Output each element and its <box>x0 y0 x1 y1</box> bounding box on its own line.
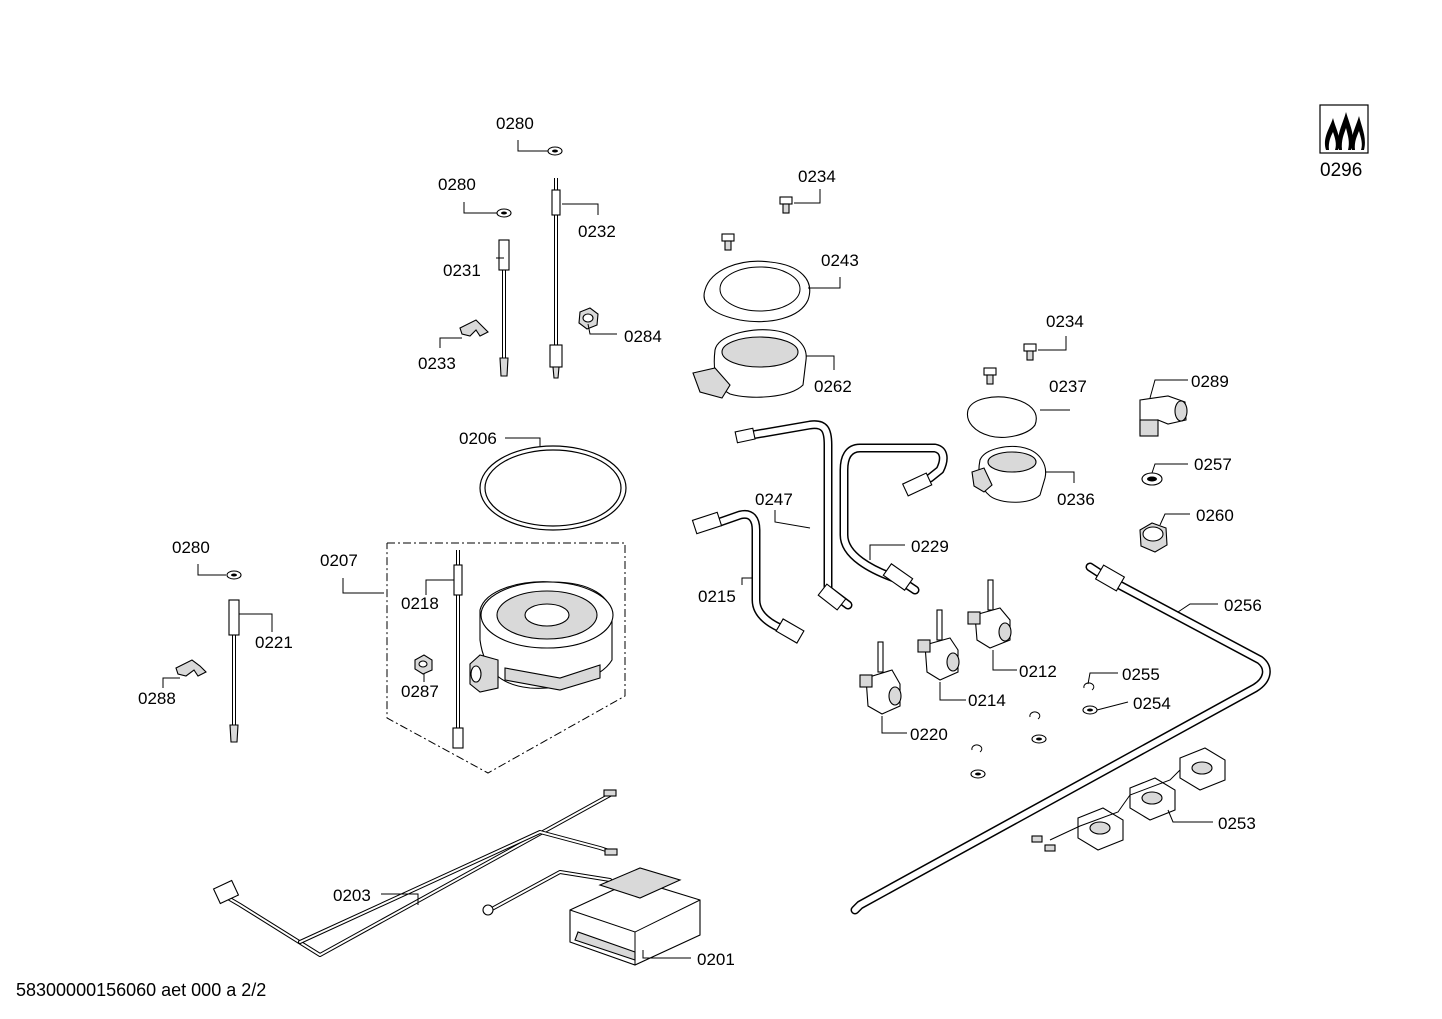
gas-tap <box>967 579 1012 649</box>
gas-pipe <box>839 443 948 595</box>
callout-0284: 0284 <box>624 327 662 346</box>
callout-0256: 0256 <box>1224 596 1262 615</box>
thermocouple-long <box>549 178 563 379</box>
symbol-label: 0296 <box>1320 160 1362 181</box>
washer <box>970 705 1098 779</box>
nut <box>414 654 433 675</box>
assembly-outline <box>386 542 626 774</box>
gasket-plate <box>703 260 811 323</box>
callout-labels: 0280 0280 0232 0231 0284 0233 0234 0243 … <box>138 114 1362 969</box>
thermocouple-short <box>498 239 510 377</box>
callout-0236: 0236 <box>1057 490 1095 509</box>
ignition-electrode <box>452 550 464 749</box>
gas-pipe <box>734 420 853 611</box>
main-gas-pipe <box>850 562 1271 915</box>
callout-0253: 0253 <box>1218 814 1256 833</box>
callout-0233: 0233 <box>418 354 456 373</box>
gas-tap <box>917 609 960 681</box>
nut <box>578 307 599 330</box>
screw <box>721 196 793 251</box>
leader-lines <box>162 140 1218 959</box>
gas-pipe <box>691 509 805 644</box>
thermocouple-left <box>228 599 240 743</box>
callout-0288: 0288 <box>138 689 176 708</box>
callout-0280: 0280 <box>172 538 210 557</box>
callout-0262: 0262 <box>814 377 852 396</box>
callout-0206: 0206 <box>459 429 497 448</box>
callout-0218: 0218 <box>401 594 439 613</box>
callout-0220: 0220 <box>910 725 948 744</box>
nut <box>1139 522 1168 553</box>
wiring-harness <box>212 789 618 957</box>
clip <box>459 319 489 337</box>
callout-0237: 0237 <box>1049 377 1087 396</box>
callout-0234: 0234 <box>1046 312 1084 331</box>
burner-body <box>469 581 614 693</box>
burner-ring <box>479 445 627 531</box>
callout-0232: 0232 <box>578 222 616 241</box>
spark-generator <box>569 867 701 966</box>
screw <box>983 343 1037 385</box>
callout-0201: 0201 <box>697 950 735 969</box>
callout-0231: 0231 <box>443 261 481 280</box>
callout-0254: 0254 <box>1133 694 1171 713</box>
callout-0257: 0257 <box>1194 455 1232 474</box>
callout-0287: 0287 <box>401 682 439 701</box>
callout-0203: 0203 <box>333 886 371 905</box>
callout-0289: 0289 <box>1191 372 1229 391</box>
gasket-plate <box>966 396 1037 438</box>
callout-0212: 0212 <box>1019 662 1057 681</box>
callout-0255: 0255 <box>1122 665 1160 684</box>
clip <box>175 659 207 677</box>
callout-0229: 0229 <box>911 537 949 556</box>
ignition-switch-block <box>1031 747 1226 852</box>
callout-0243: 0243 <box>821 251 859 270</box>
burner-housing <box>971 445 1047 503</box>
burner-housing <box>692 329 807 399</box>
callout-0221: 0221 <box>255 633 293 652</box>
circlip <box>971 682 1095 753</box>
callout-0215: 0215 <box>698 587 736 606</box>
callout-0247: 0247 <box>755 490 793 509</box>
gas-flame-icon <box>1319 104 1369 154</box>
document-id: 58300000156060 aet 000 a 2/2 <box>16 980 267 1000</box>
callout-0260: 0260 <box>1196 506 1234 525</box>
callout-0234: 0234 <box>798 167 836 186</box>
callout-0280: 0280 <box>496 114 534 133</box>
gas-tap <box>859 641 902 715</box>
callout-0280: 0280 <box>438 175 476 194</box>
callout-0214: 0214 <box>968 691 1006 710</box>
callout-0207: 0207 <box>320 551 358 570</box>
elbow-fitting <box>1139 395 1188 437</box>
